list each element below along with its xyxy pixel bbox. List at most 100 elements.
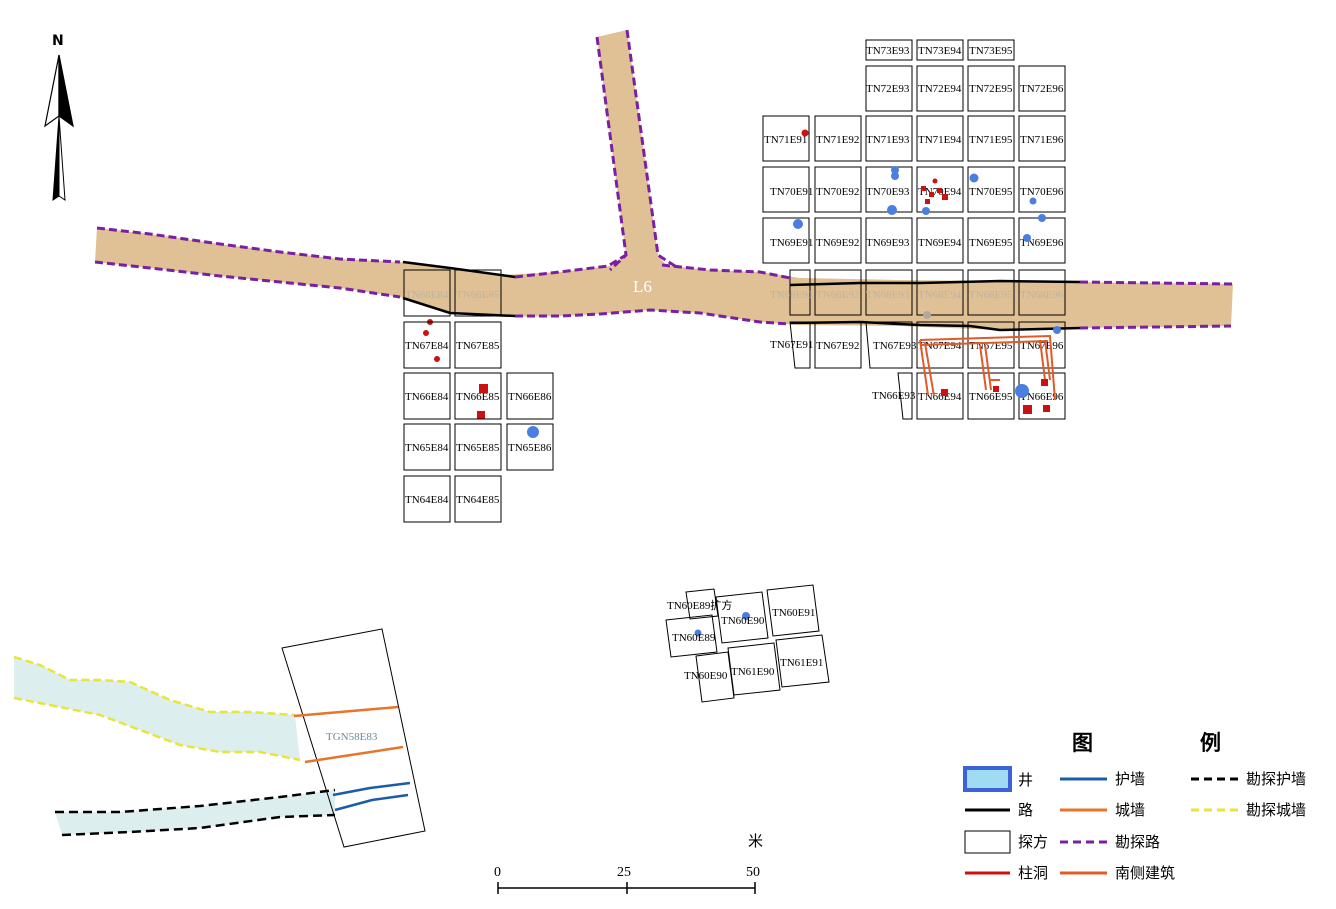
pit-label: TN70E95	[969, 186, 1013, 198]
survey-city-wall-edge-north	[13, 655, 296, 717]
pit-tn68e93	[865, 269, 913, 316]
south-building-inner	[979, 339, 1051, 391]
pit-tn67e85	[454, 321, 502, 369]
guard-wall-line-north	[332, 781, 411, 797]
posthole-marker	[477, 411, 485, 419]
pit-label: TN68E94	[918, 289, 962, 301]
pit-tn64e84	[403, 475, 451, 523]
trench-label: TGN58E83	[326, 731, 378, 743]
wells	[527, 166, 1061, 637]
posthole-marker	[801, 129, 809, 137]
survey-road-edge-south	[94, 260, 401, 299]
well-marker	[887, 205, 897, 215]
posthole-marker	[921, 186, 926, 191]
pit-label: TN69E93	[866, 237, 910, 249]
pit-tn69e93	[865, 217, 913, 264]
legend-pit-symbol	[964, 830, 1011, 854]
pit-tn67e93	[865, 321, 913, 369]
pit-tn66e85	[454, 372, 502, 420]
pit-label: TN72E95	[969, 83, 1013, 95]
pit-tn70e94	[916, 166, 964, 213]
legend-city-wall-label: 城墙	[1115, 801, 1145, 819]
survey-guard-wall-area	[55, 790, 335, 835]
grid-west	[403, 269, 554, 523]
pit-label: TN69E92	[816, 237, 859, 249]
pit-tn71e96	[1018, 115, 1066, 162]
pit-tn71e93	[865, 115, 913, 162]
pit-label: TN67E91	[770, 339, 813, 351]
legend-road-label: 路	[1018, 801, 1033, 819]
survey-road-edge-east-north	[1079, 280, 1234, 286]
pit-label: TN67E92	[816, 340, 859, 352]
road-fill-north-branch	[597, 30, 668, 272]
pit-label: TN66E95	[969, 391, 1013, 403]
pit-label: TN68E93	[866, 289, 910, 301]
pit-tn71e92	[814, 115, 862, 162]
well-marker	[527, 426, 539, 438]
pit-label: TN64E85	[456, 494, 500, 506]
pit-tn67e95	[967, 321, 1015, 369]
pit-tn72e96	[1018, 65, 1066, 112]
grid-west-labels: TN68E84 TN68E85 TN67E84 TN67E85 TN66E84 …	[405, 289, 552, 506]
pit-label: TN67E94	[918, 340, 962, 352]
pit-tn60e90-upper	[715, 591, 769, 644]
north-arrow-tail-right	[58, 115, 66, 201]
pit-tn72e95	[967, 65, 1015, 112]
well-marker	[1015, 384, 1029, 398]
pit-tn73e95	[967, 39, 1015, 61]
pit-tn68e84	[403, 269, 451, 317]
pit-tn66e84	[403, 372, 451, 420]
pit-label: TN67E84	[405, 340, 449, 352]
pit-label: TN68E92	[816, 289, 859, 301]
scale-unit: 米	[748, 832, 763, 850]
pit-label: TN60E91	[772, 607, 815, 619]
pit-label: TN66E96	[1020, 391, 1064, 403]
posthole-marker	[479, 384, 488, 393]
pit-tn66e93	[897, 372, 913, 420]
pit-tn70e96	[1018, 166, 1066, 213]
pit-label: TN68E96	[1020, 289, 1064, 301]
posthole-marker	[942, 194, 948, 200]
pit-tn64e85	[454, 475, 502, 523]
well-marker	[1038, 214, 1046, 222]
survey-guard-wall-edge-south	[61, 813, 336, 837]
legend-south-building-label: 南侧建筑	[1115, 864, 1175, 882]
pit-label: TN67E85	[456, 340, 500, 352]
north-arrow-left	[44, 54, 60, 128]
well-marker	[891, 172, 899, 180]
scale-tick-label: 50	[746, 865, 760, 880]
pit-label: TN70E93	[866, 186, 910, 198]
pit-tn70e92	[814, 166, 862, 213]
legend-posthole-label: 柱洞	[1018, 864, 1048, 882]
survey-city-wall-edge-south	[13, 696, 301, 762]
scale-bar: 米 0 25 50	[494, 832, 763, 894]
legend-title-right: 例	[1200, 731, 1221, 755]
legend-pit-label: 探方	[1018, 833, 1048, 851]
pit-tn67e94	[916, 321, 964, 369]
well-marker	[1053, 326, 1061, 334]
south-building-walls	[919, 334, 1056, 401]
grid-south-labels: TN60E89扩方 TN60E89 TN60E90 TN60E91 TN60E9…	[667, 598, 823, 682]
survey-road-edge-branch-west	[595, 36, 628, 272]
pit-label: TN66E93	[872, 390, 916, 402]
well-marker	[742, 612, 750, 620]
well-marker	[793, 219, 803, 229]
posthole-marker	[434, 356, 440, 362]
survey-road-edge-branch-east	[625, 29, 679, 270]
road-line-west-north	[402, 260, 516, 279]
pit-label: TN61E90	[731, 666, 775, 678]
trench-sw: TGN58E83	[13, 628, 426, 848]
pit-label: TN69E91	[770, 237, 813, 249]
pit-tn68e94	[916, 269, 964, 316]
pit-label: TN71E95	[969, 134, 1013, 146]
well-marker	[969, 173, 979, 183]
pit-tn65e84	[403, 423, 451, 471]
pit-label: TN68E84	[405, 289, 449, 301]
north-arrow-right	[58, 54, 74, 128]
pit-label: TN70E92	[816, 186, 859, 198]
pit-label: TN66E94	[918, 391, 962, 403]
pit-tn73e93	[865, 39, 913, 61]
pit-tn69e92	[814, 217, 862, 264]
trench-tgn58e83	[281, 628, 426, 848]
